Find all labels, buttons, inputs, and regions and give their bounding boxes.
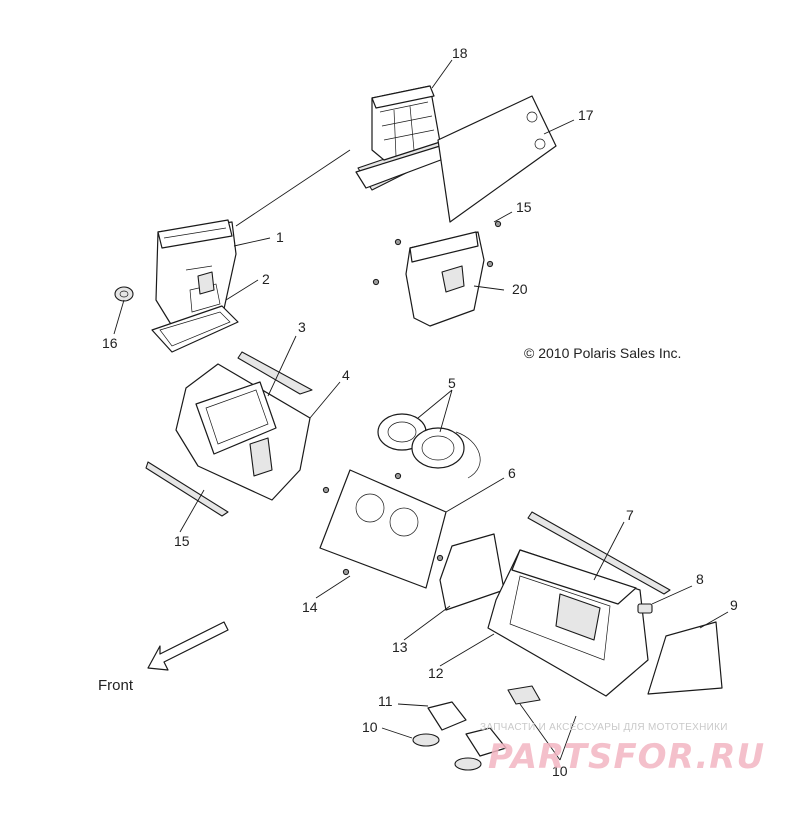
part-17-clamp: [114, 286, 134, 302]
callout-11: 10: [362, 719, 378, 735]
callout-4: 4: [342, 367, 350, 383]
callout-16: 15: [174, 533, 190, 549]
part-7-seal: [527, 511, 671, 595]
callout-10: 10: [552, 763, 568, 779]
leader-lines: [113, 59, 729, 761]
front-arrow: [147, 621, 229, 671]
callout-19: 18: [452, 45, 468, 61]
callout-9: 9: [730, 597, 738, 613]
callout-8: 8: [696, 571, 704, 587]
callout-17: 16: [102, 335, 118, 351]
callout-5: 5: [448, 375, 456, 391]
watermark-tagline: ЗАПЧАСТИ И АКСЕССУАРЫ ДЛЯ МОТОТЕХНИКИ: [480, 722, 728, 733]
part-9-panel: [647, 621, 723, 695]
callout-12: 11: [378, 693, 393, 709]
front-label: Front: [98, 677, 134, 694]
callout-14: 13: [392, 639, 408, 655]
callout-15-bottom: 14: [302, 599, 318, 615]
part-10-tag: [507, 685, 541, 705]
part-14-panel: [439, 533, 505, 611]
callout-20: 20: [512, 281, 528, 297]
watermark-logo: PARTSFOR.RU: [488, 737, 765, 777]
callout-1: 1: [276, 229, 284, 245]
callout-13: 12: [428, 665, 444, 681]
copyright-text: © 2010 Polaris Sales Inc.: [524, 345, 681, 361]
part-19-intake-boot: [355, 85, 449, 191]
callout-numbers: 18 17 1 15 2 20 16 3 4 5 6 7 15 8 14 9 1…: [102, 45, 738, 779]
part-3-filter: [237, 351, 313, 395]
part-2-gasket: [151, 305, 239, 353]
part-4-airbox-cover: [175, 363, 311, 501]
callout-6: 6: [508, 465, 516, 481]
part-8-plug: [637, 603, 653, 614]
part-20-bracket: [372, 220, 502, 327]
part-13-airbox-base: [487, 549, 649, 697]
callout-7: 7: [626, 507, 634, 523]
callout-18: 17: [578, 107, 594, 123]
part-11-clamps: [412, 733, 482, 771]
part-1-intake-boot: [155, 219, 237, 327]
part-6-plate: [319, 469, 447, 589]
part-5-intake-ducts: [377, 413, 481, 479]
callout-2: 2: [262, 271, 270, 287]
part-12-couplers: [427, 701, 507, 757]
callout-3: 3: [298, 319, 306, 335]
part-18-panel: [437, 95, 557, 223]
callout-15-top: 15: [516, 199, 532, 215]
